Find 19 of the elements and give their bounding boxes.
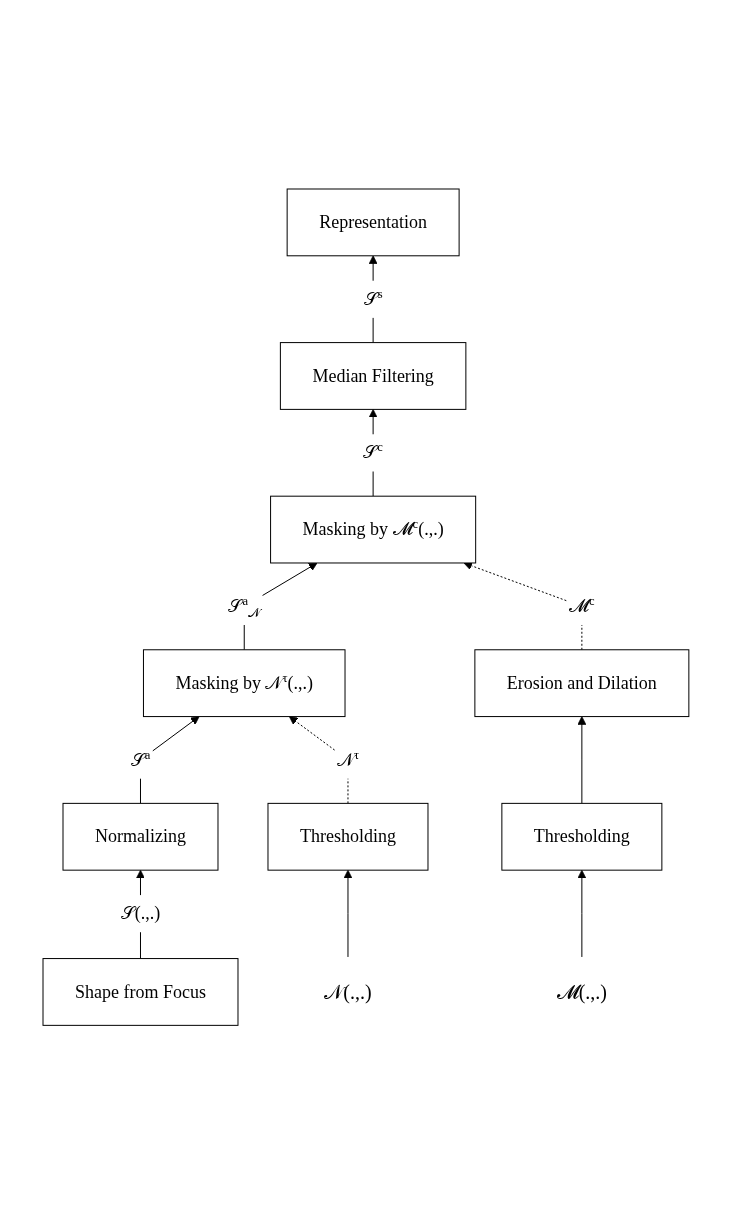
- arrow: [577, 869, 586, 958]
- node-box: Normalizing: [62, 802, 219, 871]
- arrow: [343, 869, 352, 958]
- edge-label: 𝓜$^{c}$: [568, 593, 595, 616]
- node-box: Erosion and Dilation: [473, 649, 689, 718]
- node-box: Masking by 𝒩$^{τ}$(.,.): [142, 649, 346, 718]
- node-text: 𝓜(.,.): [556, 980, 607, 1003]
- edge-label: 𝒩$^{τ}$: [336, 747, 359, 770]
- node-box: Representation: [286, 188, 460, 257]
- node-box: Median Filtering: [279, 342, 466, 410]
- node-text: 𝒩(.,.): [323, 980, 372, 1003]
- edge-label: 𝒮(.,.): [120, 903, 160, 924]
- node-box: Thresholding: [500, 802, 662, 871]
- edge-label: 𝒮$^{s}$: [363, 286, 383, 309]
- arrow: [577, 716, 586, 804]
- edge-label: 𝒮$^{a}$: [130, 747, 150, 770]
- edge-label: 𝒮$^{c}$: [362, 440, 383, 463]
- node-box: Shape from Focus: [42, 958, 239, 1026]
- node-box: Thresholding: [267, 802, 429, 871]
